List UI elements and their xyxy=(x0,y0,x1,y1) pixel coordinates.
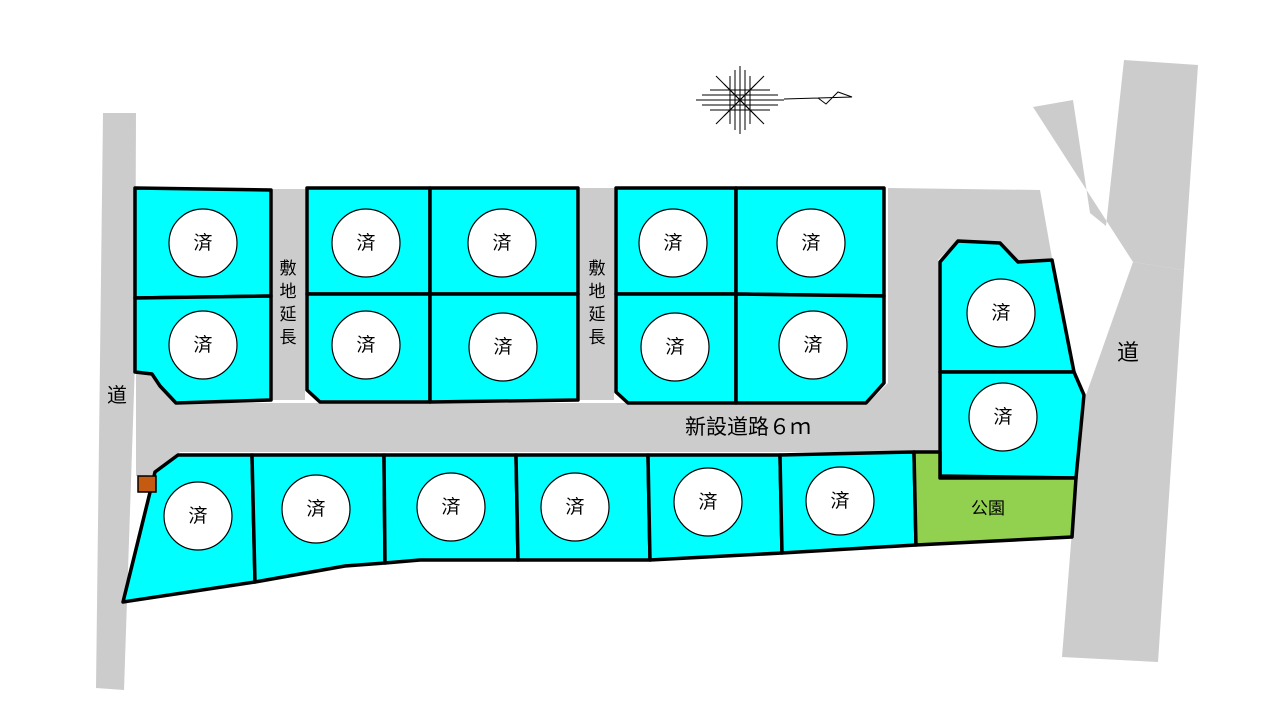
road-right-lower xyxy=(1062,262,1184,662)
park-label: 公園 xyxy=(971,499,1005,519)
svg-text:済: 済 xyxy=(803,334,822,356)
sold-badges: 済 済 済 済 済 済 済 済 済 済 済 済 済 済 済 済 済 済 xyxy=(163,208,1038,551)
sold-badge: 済 xyxy=(281,474,351,544)
access-lane-1 xyxy=(271,189,305,400)
svg-text:地: 地 xyxy=(589,282,606,302)
svg-text:済: 済 xyxy=(665,336,684,358)
park-area xyxy=(912,450,1078,547)
access-lane-2 xyxy=(580,188,614,400)
svg-text:済: 済 xyxy=(193,334,212,356)
road-left xyxy=(96,113,136,690)
sold-badge: 済 xyxy=(638,208,708,278)
svg-text:長: 長 xyxy=(589,328,606,348)
road-left-label: 道 xyxy=(107,383,127,407)
svg-text:済: 済 xyxy=(663,232,682,254)
sold-badge: 済 xyxy=(168,208,238,278)
sold-badge: 済 xyxy=(331,208,401,278)
access-lane-2-label: 敷 地 延 長 xyxy=(589,259,606,348)
sold-badge: 済 xyxy=(163,481,233,551)
svg-text:済: 済 xyxy=(801,232,820,254)
svg-text:延: 延 xyxy=(589,305,606,325)
road-right-upper xyxy=(1033,60,1198,270)
sold-badge: 済 xyxy=(776,208,846,278)
svg-text:長: 長 xyxy=(280,328,297,348)
sold-badge: 済 xyxy=(540,472,610,542)
north-arrow-compass-icon xyxy=(696,66,853,134)
sold-badge: 済 xyxy=(640,312,710,382)
svg-text:済: 済 xyxy=(492,232,511,254)
entrance-marker xyxy=(137,475,157,493)
new-road-label: 新設道路６ｍ xyxy=(685,415,811,439)
svg-text:済: 済 xyxy=(188,505,207,527)
svg-text:済: 済 xyxy=(356,232,375,254)
sold-badge: 済 xyxy=(416,472,486,542)
svg-text:済: 済 xyxy=(565,496,584,518)
sold-badge: 済 xyxy=(331,310,401,380)
svg-text:済: 済 xyxy=(698,491,717,513)
svg-text:敷: 敷 xyxy=(589,259,606,279)
road-right-label: 道 xyxy=(1117,341,1139,366)
sold-badge: 済 xyxy=(168,310,238,380)
svg-text:済: 済 xyxy=(830,490,849,512)
svg-text:延: 延 xyxy=(280,305,297,325)
svg-text:済: 済 xyxy=(993,406,1012,428)
sold-badge: 済 xyxy=(673,467,743,537)
svg-text:敷: 敷 xyxy=(280,259,297,279)
sold-badge: 済 xyxy=(467,208,537,278)
svg-text:済: 済 xyxy=(193,232,212,254)
svg-text:地: 地 xyxy=(280,282,297,302)
sold-badge: 済 xyxy=(966,278,1036,348)
svg-text:済: 済 xyxy=(306,498,325,520)
sold-badge: 済 xyxy=(805,466,875,536)
svg-text:済: 済 xyxy=(441,496,460,518)
sold-badge: 済 xyxy=(968,382,1038,452)
svg-text:済: 済 xyxy=(991,302,1010,324)
sold-badge: 済 xyxy=(468,312,538,382)
svg-text:済: 済 xyxy=(356,334,375,356)
sold-badge: 済 xyxy=(778,310,848,380)
access-lane-1-label: 敷 地 延 長 xyxy=(280,259,297,348)
svg-text:済: 済 xyxy=(493,336,512,358)
